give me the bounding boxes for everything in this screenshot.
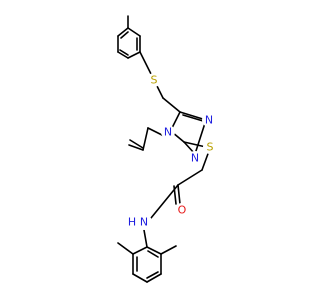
amide-nitrogen-atom: N H — [128, 214, 152, 230]
triazole-n1-label: N — [191, 152, 199, 165]
thioether-sulfur-atom: S — [147, 73, 161, 87]
molecule-diagram: S S N N N O — [117, 15, 217, 283]
bond-26 — [177, 184, 181, 205]
bond-29 — [143, 229, 148, 248]
carbonyl-oxygen-label: O — [178, 204, 187, 217]
bond-18 — [182, 114, 204, 122]
bond-30 — [132, 246, 148, 255]
bond-13 — [171, 111, 181, 129]
triazole-n2-label: N — [205, 114, 213, 127]
bond-24 — [201, 150, 210, 171]
bond-0 — [127, 27, 141, 37]
bond-8 — [120, 31, 129, 39]
bond-33 — [146, 273, 162, 283]
bond-12 — [162, 97, 181, 113]
bond-7 — [119, 49, 129, 56]
bond-25 — [177, 169, 203, 186]
triazole-n1-atom: N — [188, 151, 202, 165]
atom-layer: S S N N N O — [128, 73, 217, 230]
amide-hydrogen-label: H — [128, 216, 136, 229]
triazole-n2-atom: N — [202, 113, 216, 127]
bond-15 — [194, 119, 207, 155]
triazole-n4-atom: N — [161, 125, 175, 139]
bond-20 — [142, 127, 149, 151]
bond-39 — [117, 242, 134, 255]
amide-nitrogen-label: N — [140, 216, 148, 229]
bond-21 — [128, 144, 144, 151]
bond-14 — [179, 111, 207, 121]
carbonyl-oxygen-atom: O — [175, 203, 189, 217]
bond-5 — [117, 27, 129, 37]
bond-3 — [117, 51, 129, 59]
bond-38 — [147, 250, 159, 258]
sulfanyl-sulfur-label: S — [207, 141, 214, 154]
bond-19 — [147, 127, 165, 137]
bond-layer — [117, 15, 210, 283]
bond-37 — [146, 271, 159, 279]
bond-35 — [146, 246, 162, 255]
bond-23 — [183, 141, 207, 148]
thioether-sulfur-label: S — [151, 74, 158, 87]
bond-28 — [150, 184, 179, 219]
bond-32 — [132, 273, 148, 283]
bond-40 — [160, 245, 177, 255]
structure-canvas: S S N N N O — [117, 15, 217, 283]
triazole-n4-label: N — [164, 126, 172, 139]
sulfanyl-sulfur-atom: S — [203, 140, 217, 154]
bond-2 — [127, 51, 141, 59]
bond-22 — [129, 139, 144, 149]
